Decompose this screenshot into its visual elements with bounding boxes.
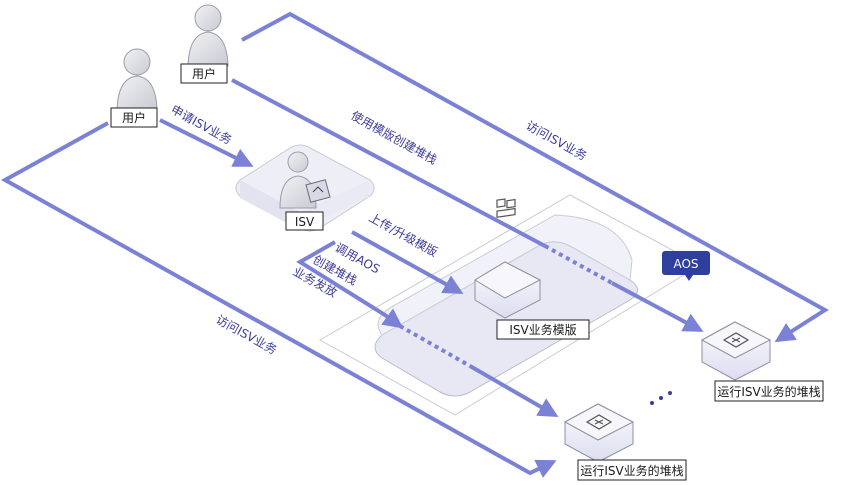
- isv-user-icon: [279, 151, 331, 209]
- flow-use-template: [231, 78, 546, 248]
- user-label-1: 用户: [122, 110, 146, 125]
- template-label-box: ISV业务模版: [496, 319, 590, 340]
- aos-badge: AOS: [662, 251, 710, 281]
- flow-call-aos-dash: [399, 324, 471, 368]
- stack-label-1: 运行ISV业务的堆栈: [717, 384, 820, 399]
- isv-label: ISV: [295, 215, 315, 229]
- user-label-box-2: 用户: [180, 63, 228, 84]
- flow-label-access-bottom: 访问ISV业务: [214, 312, 280, 358]
- stack-label-box-1: 运行ISV业务的堆栈: [714, 380, 824, 402]
- stack-tile-2: [563, 403, 635, 463]
- user-label-box-1: 用户: [110, 107, 158, 128]
- more-stacks-dots: [650, 391, 672, 405]
- certificate-icon: [305, 179, 331, 203]
- flow-upload: [351, 230, 464, 294]
- flow-lines: [0, 11, 829, 478]
- flow-label-access-top: 访问ISV业务: [524, 118, 590, 164]
- template-icon: [496, 198, 516, 218]
- stack-icon-2: [585, 414, 613, 430]
- flow-apply: [159, 118, 254, 167]
- flow-access-top: [241, 11, 829, 343]
- stack-icon-1: [722, 332, 750, 348]
- flow-label-upload: 上传/升级模版: [367, 210, 441, 260]
- template-label: ISV业务模版: [509, 322, 576, 337]
- flow-call-aos: [296, 240, 404, 329]
- template-tile: [474, 261, 542, 319]
- flow-to-stack-bottom: [469, 364, 559, 417]
- aos-badge-label: AOS: [673, 257, 698, 271]
- user-label-2: 用户: [192, 66, 216, 81]
- stack-label-box-2: 运行ISV业务的堆栈: [577, 459, 687, 481]
- user-icon-2: [187, 4, 229, 67]
- flow-label-use-template: 使用模版创建堆栈: [349, 108, 440, 168]
- stack-tile-1: [700, 321, 772, 381]
- isv-label-box: ISV: [285, 211, 324, 231]
- user-icon-1: [116, 48, 158, 111]
- flow-platform-to-stack: [611, 281, 704, 332]
- flow-access-bottom: [0, 121, 557, 478]
- stack-label-2: 运行ISV业务的堆栈: [580, 463, 683, 478]
